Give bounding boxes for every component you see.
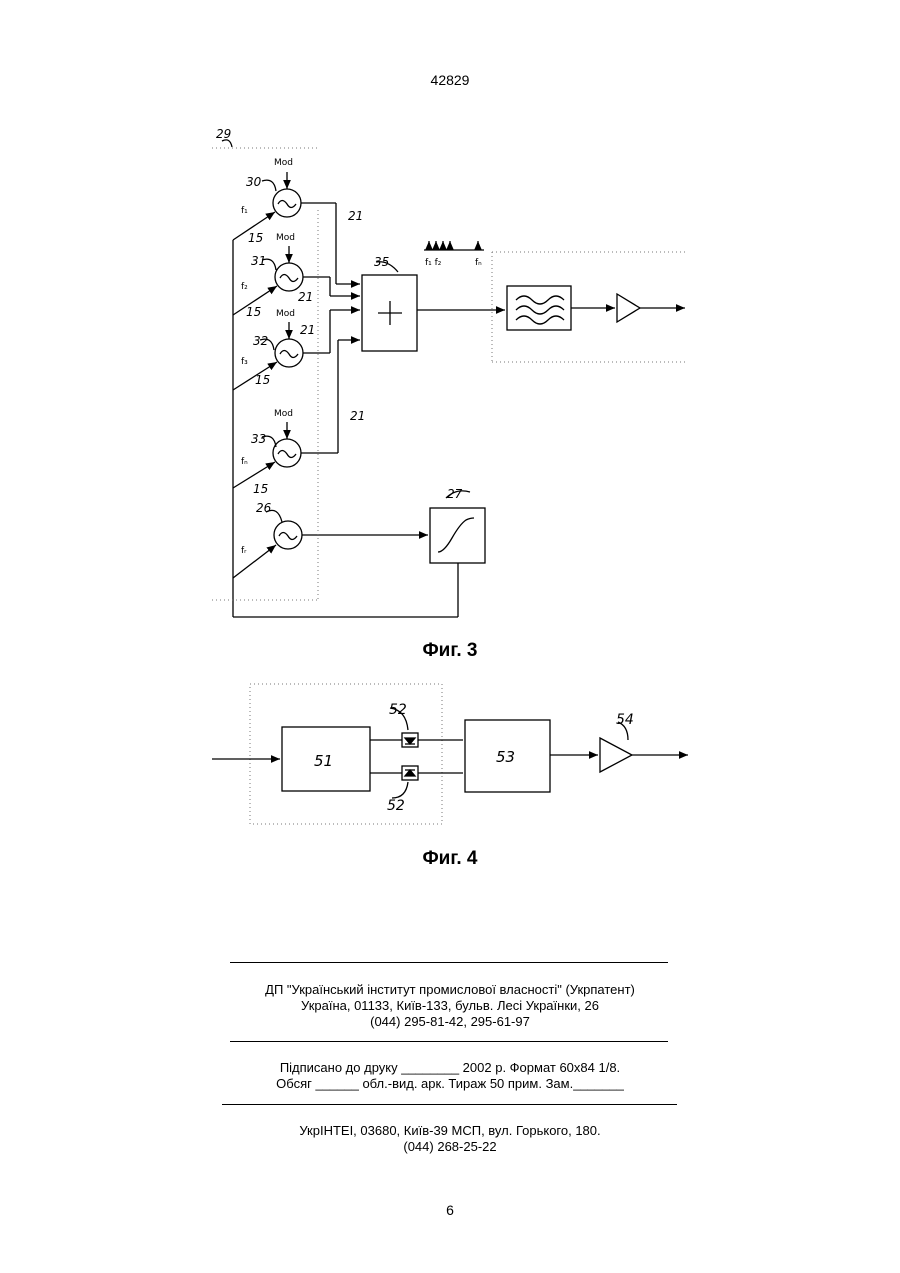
- sine-icon: [280, 275, 298, 282]
- imprint-signing: Підписано до друку ________ 2002 р. Форм…: [0, 1060, 900, 1092]
- label-oscillator-31: 31: [251, 254, 266, 268]
- sine-icon: [278, 201, 296, 208]
- label-mod-4: Mod: [274, 409, 293, 419]
- figure-3-caption: Фиг. 3: [0, 640, 900, 662]
- label-fr: fᵣ: [241, 546, 247, 556]
- sine-icon: [279, 533, 297, 540]
- figure-4-caption: Фиг. 4: [0, 848, 900, 870]
- label-block-53: 53: [496, 748, 515, 766]
- signing-line: Підписано до друку ________ 2002 р. Форм…: [0, 1060, 900, 1076]
- label-ramp-27: 27: [447, 487, 463, 501]
- label-mod-3: Mod: [276, 309, 295, 319]
- amplifier-54: [600, 738, 632, 772]
- org-name: ДП "Український інститут промислової вла…: [0, 982, 900, 998]
- org-phone: (044) 295-81-42, 295-61-97: [0, 1014, 900, 1030]
- label-line-21-2: 21: [298, 290, 313, 304]
- label-oscillator-30: 30: [246, 175, 262, 189]
- figure-4-diagram: 51 53 52 52 54: [0, 670, 900, 840]
- imprint-organization: ДП "Український інститут промислової вла…: [0, 982, 900, 1030]
- sine-icon: [280, 351, 298, 358]
- label-f1: f₁: [241, 206, 248, 216]
- label-line-21-4: 21: [350, 409, 365, 423]
- label-ground-15-3: 15: [255, 373, 270, 387]
- label-ground-15-2: 15: [246, 305, 261, 319]
- org-address: Україна, 01133, Київ-133, бульв. Лесі Ук…: [0, 998, 900, 1014]
- label-mod-2: Mod: [276, 233, 295, 243]
- label-line-21-3: 21: [300, 323, 315, 337]
- label-spectrum-f1f2: f₁ f₂: [425, 258, 442, 268]
- label-combiner-35: 35: [374, 255, 389, 269]
- label-f2: f₂: [241, 282, 248, 292]
- label-system-29: 29: [216, 127, 231, 141]
- printer-address: УкрІНТЕІ, 03680, Київ-39 МСП, вул. Горьк…: [0, 1123, 900, 1139]
- printer-phone: (044) 268-25-22: [0, 1139, 900, 1155]
- ramp-block-27: [430, 508, 485, 563]
- page-number: 6: [0, 1202, 900, 1218]
- volume-line: Обсяг ______ обл.-вид. арк. Тираж 50 при…: [0, 1076, 900, 1092]
- label-block-51: 51: [314, 752, 333, 770]
- imprint-printer: УкрІНТЕІ, 03680, Київ-39 МСП, вул. Горьк…: [0, 1123, 900, 1155]
- label-oscillator-26: 26: [256, 501, 272, 515]
- label-fn: fₙ: [241, 457, 248, 467]
- label-mod-1: Mod: [274, 158, 293, 168]
- label-diode-52-top: 52: [389, 702, 407, 718]
- label-ground-15-4: 15: [253, 482, 268, 496]
- ramp-icon: [438, 518, 474, 552]
- label-amplifier-54: 54: [616, 712, 634, 728]
- label-oscillator-33: 33: [251, 432, 266, 446]
- label-spectrum-fn: fₙ: [475, 258, 482, 268]
- divider-line: [222, 1104, 677, 1105]
- amplifier-triangle: [617, 294, 640, 322]
- label-diode-52-bottom: 52: [387, 798, 405, 814]
- divider-line: [230, 962, 668, 963]
- label-oscillator-32: 32: [253, 334, 268, 348]
- label-ground-15-1: 15: [248, 231, 263, 245]
- label-line-21-1: 21: [348, 209, 363, 223]
- divider-line: [230, 1041, 668, 1042]
- sine-icon: [278, 451, 296, 458]
- label-f3: f₃: [241, 357, 248, 367]
- figure-3-diagram: 29 30 31 32 33 26 35 27 Mod Mod Mod Mod …: [0, 0, 900, 640]
